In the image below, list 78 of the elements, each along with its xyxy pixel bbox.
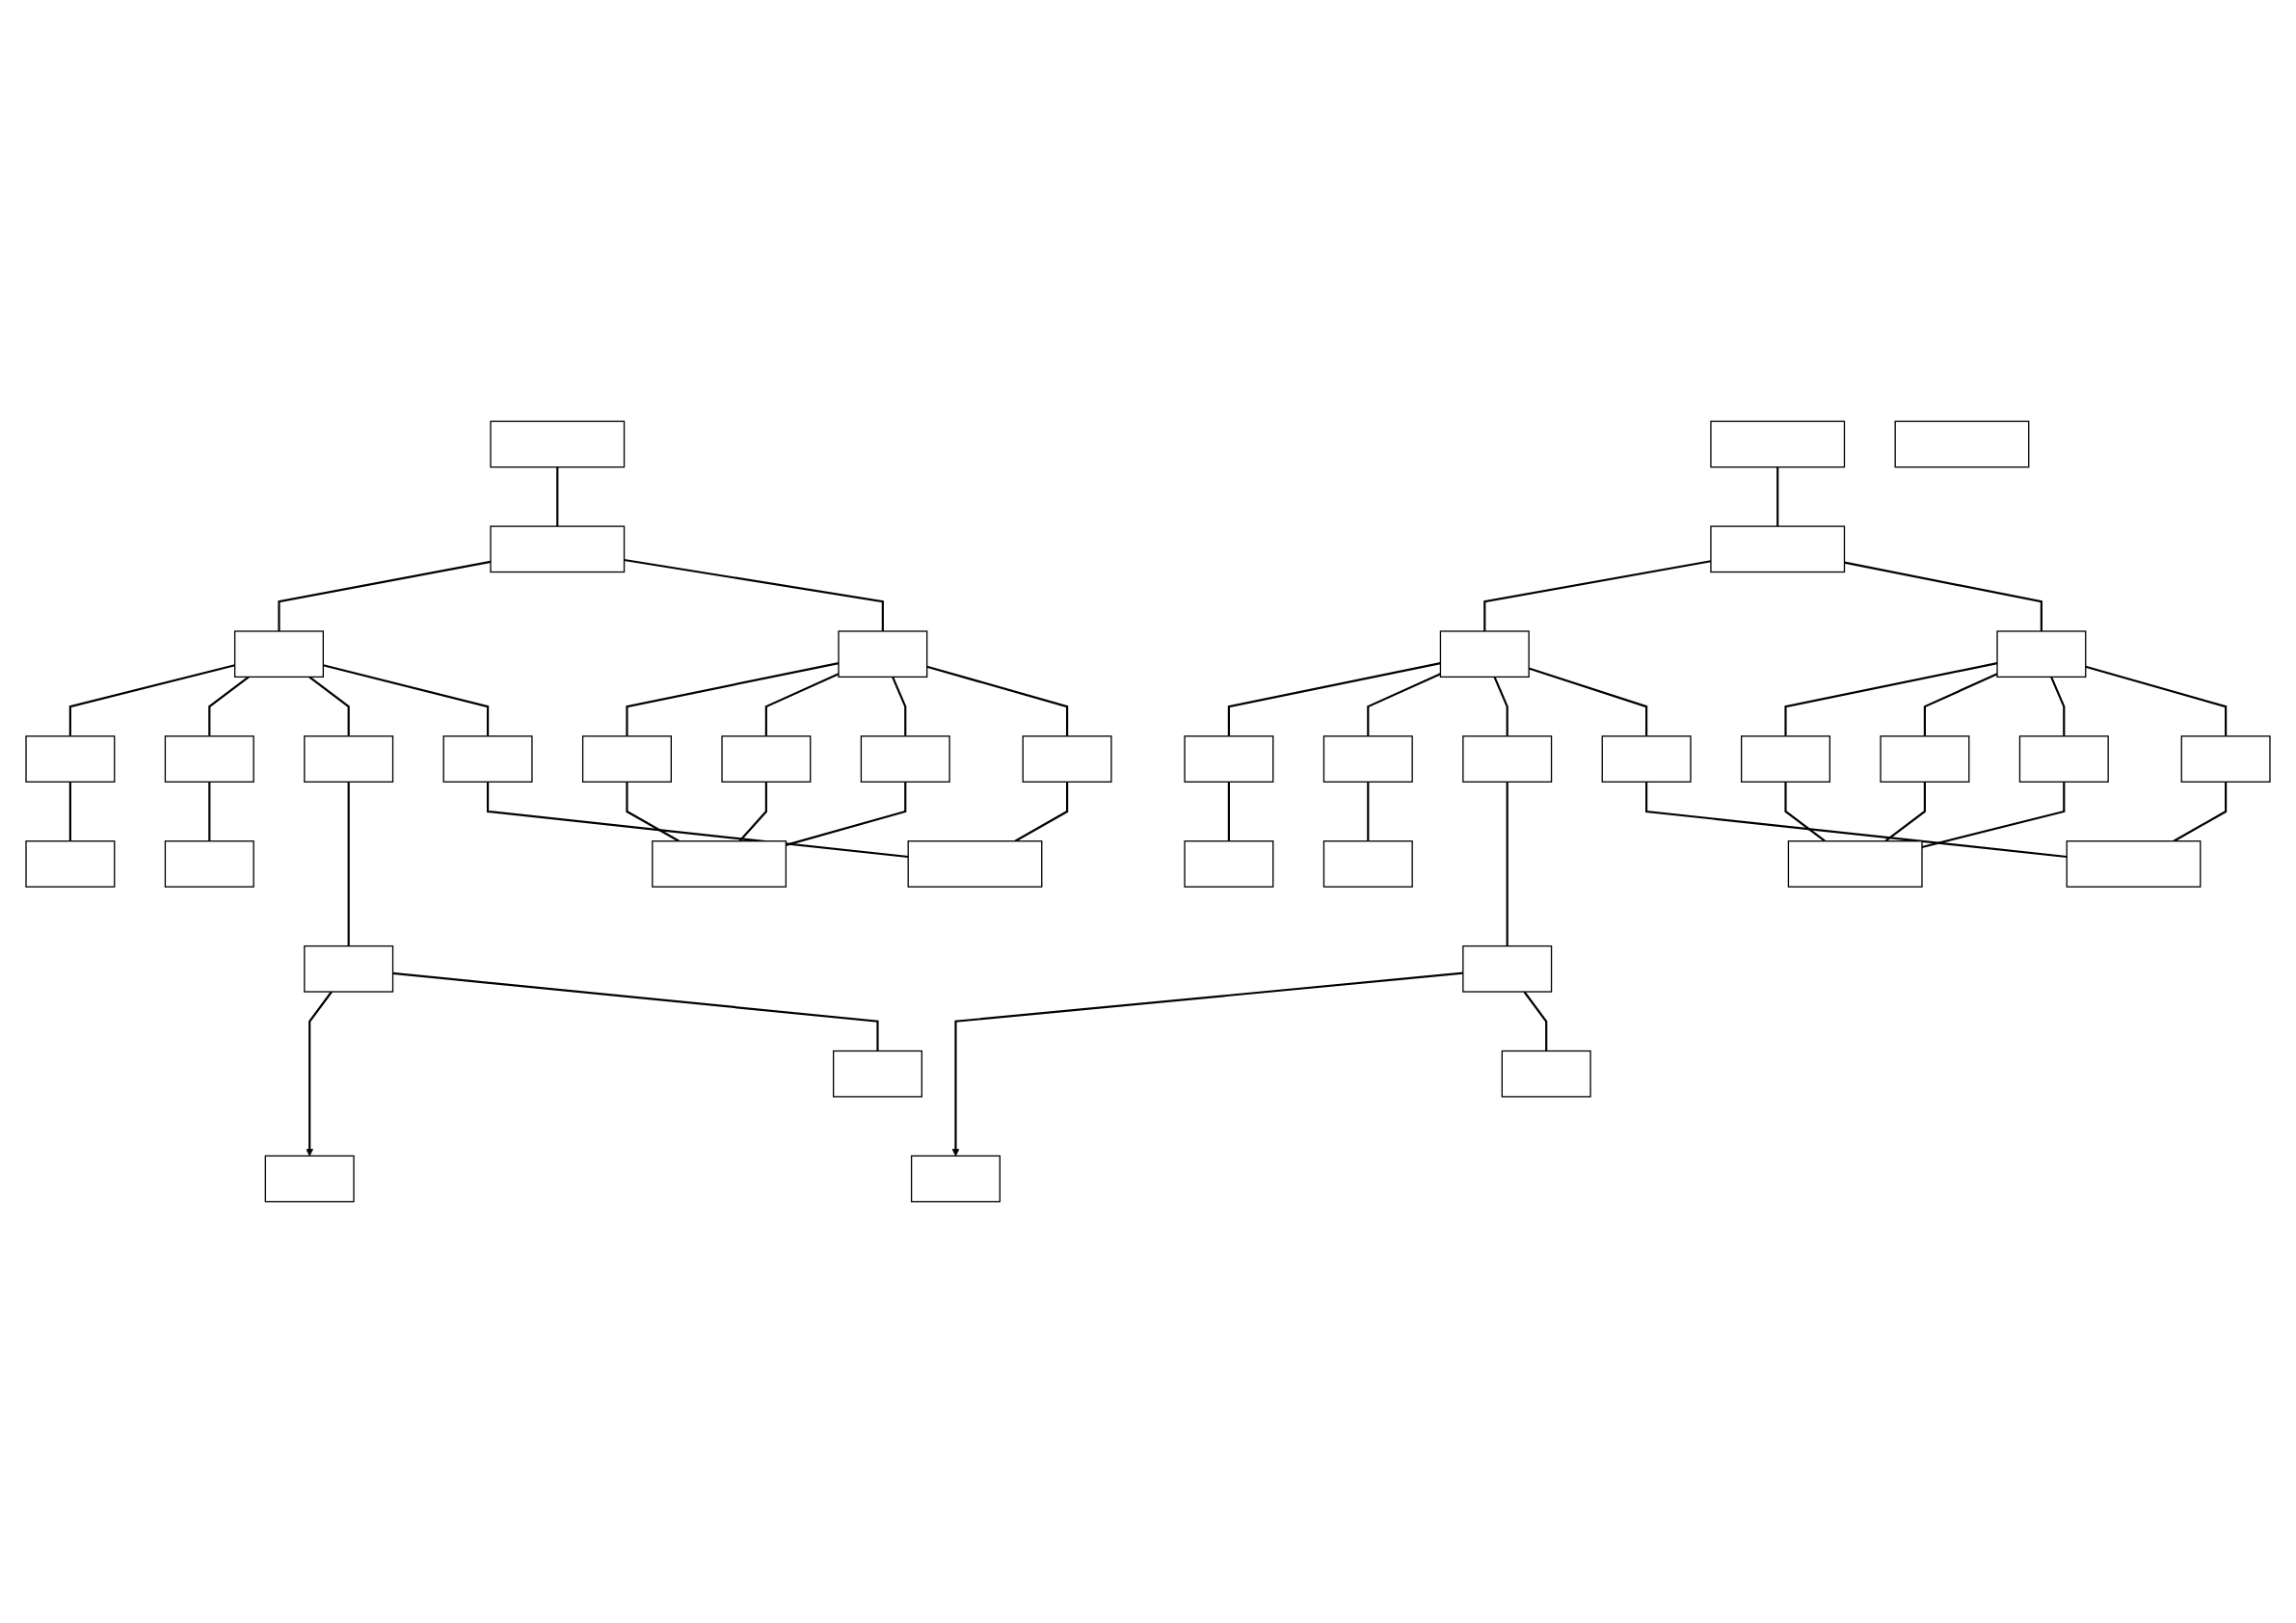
connector: [556, 466, 559, 527]
node-box: [1880, 735, 1970, 783]
node-box: [860, 735, 950, 783]
connector: [1506, 782, 1508, 946]
connector: [1493, 676, 1508, 736]
arrow: [306, 991, 333, 1157]
node-box: [2180, 735, 2271, 783]
node-box: [1894, 420, 2030, 468]
connector: [1921, 782, 2066, 849]
connector: [308, 676, 350, 736]
node-box: [264, 1155, 355, 1203]
connector: [1645, 782, 2068, 859]
connector: [786, 782, 907, 846]
node-box: [490, 525, 626, 573]
node-box: [442, 735, 533, 783]
node-box: [164, 840, 254, 888]
connector: [347, 782, 350, 946]
node-box: [1184, 735, 1274, 783]
node-box: [1501, 1050, 1591, 1098]
connector: [1776, 466, 1779, 527]
connector: [1014, 782, 1069, 842]
node-box: [1741, 735, 1830, 783]
connector: [1227, 662, 1441, 736]
connector: [208, 676, 250, 736]
node-box: [233, 630, 324, 678]
connector: [892, 676, 907, 736]
node-box: [581, 735, 672, 783]
connector: [278, 560, 492, 631]
node-box: [2018, 735, 2109, 783]
node-box: [164, 735, 254, 783]
connector: [1367, 782, 1370, 841]
connector: [1523, 991, 1548, 1051]
connector: [926, 665, 1069, 736]
connector: [1923, 673, 1998, 736]
connector: [1844, 561, 2042, 631]
connector: [624, 558, 884, 631]
connector: [1367, 673, 1441, 736]
node-box: [2066, 840, 2202, 888]
connector: [764, 673, 840, 736]
node-box: [1022, 735, 1112, 783]
node-box: [25, 735, 116, 783]
connector: [1227, 782, 1230, 841]
connector: [323, 664, 490, 736]
node-box: [1787, 840, 1923, 888]
node-box: [1710, 420, 1846, 468]
node-box: [1322, 735, 1413, 783]
node-box: [1601, 735, 1692, 783]
arrow: [951, 971, 1463, 1157]
connector: [2173, 782, 2228, 842]
node-box: [304, 735, 394, 783]
connector: [626, 662, 840, 736]
node-box: [721, 735, 812, 783]
connector: [486, 782, 909, 859]
node-box: [304, 945, 394, 993]
node-box: [1462, 945, 1553, 993]
node-box: [1462, 735, 1553, 783]
node-box: [1184, 840, 1274, 888]
node-box: [1710, 525, 1846, 573]
connector: [392, 971, 879, 1051]
connector: [68, 664, 235, 736]
connector: [208, 782, 211, 841]
connector: [2050, 676, 2066, 736]
node-box: [25, 840, 116, 888]
node-box: [1439, 630, 1530, 678]
node-box: [838, 630, 928, 678]
node-box: [907, 840, 1043, 888]
connector: [68, 782, 71, 841]
connector: [1784, 662, 1998, 736]
connector: [626, 782, 680, 842]
node-box: [910, 1155, 1001, 1203]
node-box: [652, 840, 788, 888]
node-box: [1996, 630, 2087, 678]
node-box: [833, 1050, 922, 1098]
connector: [2085, 665, 2228, 736]
node-box: [1322, 840, 1413, 888]
connector: [1784, 782, 1826, 842]
connector: [1884, 782, 1926, 842]
node-box: [490, 420, 626, 468]
